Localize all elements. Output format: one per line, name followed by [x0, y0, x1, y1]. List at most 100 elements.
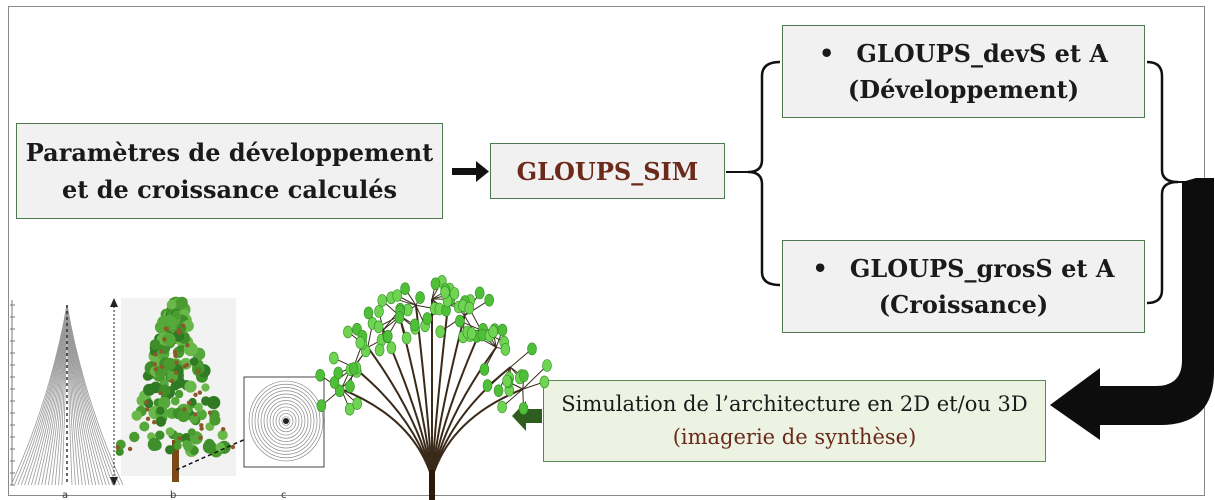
simulation-line2: (imagerie de synthèse) — [672, 425, 917, 449]
pine-foliage-blob — [189, 414, 199, 424]
pine-branch-dot — [173, 370, 179, 375]
gros-line1-row: • GLOUPS_grosS et A — [813, 251, 1115, 287]
pine-foliage-blob — [174, 389, 184, 399]
pine-foliage-blob — [158, 396, 171, 409]
growth-ring — [281, 416, 291, 426]
pine-branch-dot — [180, 323, 186, 328]
sim-tree-twig — [522, 365, 548, 390]
sim-tree-leaf — [464, 301, 475, 315]
gros-line1: GLOUPS_grosS et A — [849, 253, 1115, 283]
pine-foliage-blob — [154, 365, 168, 379]
sim-tree-leaf — [333, 366, 344, 380]
pine-foliage-blob — [166, 316, 177, 327]
dev-line1-row: •GLOUPS_devS et A — [819, 36, 1108, 72]
sim-tree-leaf — [466, 327, 477, 340]
sim-tree-leaf — [474, 286, 485, 300]
pine-foliage-blob — [139, 421, 150, 432]
pine-foliage-blob — [155, 430, 165, 440]
sim-tree-leaf — [409, 318, 420, 332]
sim-tree-leaf — [484, 293, 495, 307]
pine-branch-dot — [173, 353, 178, 358]
sim-tree-leaf — [343, 325, 353, 339]
sim-tree-leaf — [435, 325, 446, 339]
pine-foliage-blob — [176, 344, 186, 353]
label-c: c — [281, 490, 287, 500]
pine-branch-dot — [193, 392, 198, 397]
gros-bullet: • — [812, 253, 828, 283]
sim-tree-leaf — [430, 277, 441, 291]
pine-branch-dot — [174, 360, 179, 365]
sim-tree-leaf — [394, 311, 405, 324]
sim-tree-leaf — [374, 343, 385, 357]
growth-ring — [254, 387, 318, 455]
sim-tree-leaf — [497, 323, 508, 337]
growth-ring — [269, 403, 303, 439]
pine-branch-dot — [145, 407, 150, 412]
pine-branch-dot — [169, 378, 175, 384]
sim-tree-leaf — [422, 312, 433, 325]
sim-tree-leaf — [542, 359, 552, 372]
sim-tree-leaf — [315, 368, 326, 382]
pine-branch-dot — [163, 326, 169, 331]
growth-ring — [260, 393, 312, 449]
pine-foliage-blob — [115, 447, 124, 456]
sim-tree-leaf — [454, 314, 465, 328]
gloups-dev-box: •GLOUPS_devS et A (Développement) — [782, 25, 1145, 118]
left-brace — [747, 60, 781, 287]
sim-tree-leaf — [527, 342, 537, 356]
pine-branch-dot — [199, 423, 204, 428]
pine-branch-dot — [152, 362, 157, 367]
pine-branch-dot — [159, 364, 165, 369]
sim-tree-leaf — [316, 399, 327, 413]
sim-tree-leaf — [363, 306, 374, 320]
params-line1: Paramètres de développement — [25, 138, 434, 167]
sim-tree-leaf — [392, 289, 403, 302]
pine-branch-dot — [127, 446, 133, 452]
sim-tree-leaf — [334, 384, 345, 398]
label-b: b — [170, 490, 176, 500]
sim-tree-leaf — [518, 402, 529, 415]
pine-branch-dot — [144, 400, 149, 405]
gloups-sim-label: GLOUPS_SIM — [516, 156, 699, 186]
pine-foliage-blob — [201, 383, 210, 392]
arrow-params-to-sim — [452, 161, 489, 182]
pine-branch-dot — [153, 352, 158, 357]
sim-tree-leaf — [519, 369, 529, 383]
sim-tree-leaf — [400, 282, 410, 296]
sim-tree-leaf — [348, 362, 359, 375]
growth-ring — [272, 406, 300, 436]
pine-foliage-blob — [187, 428, 196, 437]
sim-tree-leaf — [482, 379, 493, 392]
gros-line2: (Croissance) — [878, 289, 1049, 319]
simulation-box: Simulation de l’architecture en 2D et/ou… — [543, 380, 1046, 462]
pine-foliage-blob — [207, 396, 221, 410]
sim-tree-leaf — [500, 343, 511, 356]
params-box: Paramètres de développement et de croiss… — [16, 123, 443, 219]
pine-branch-dot — [192, 412, 198, 417]
profile-panel-a: a — [10, 300, 124, 500]
pine-foliage-blob — [166, 299, 177, 310]
pine-branch-dot — [177, 330, 183, 335]
sim-tree-leaf — [374, 305, 384, 318]
sim-tree-leaf — [440, 286, 450, 299]
sim-tree-leaf — [373, 320, 384, 334]
sim-tree-leaf — [401, 331, 412, 345]
pine-foliage-blob — [194, 402, 203, 412]
pine-branch-dot — [207, 410, 213, 415]
pine-branch-dot — [198, 435, 203, 440]
pine-foliage-blob — [184, 380, 197, 393]
pine-branch-dot — [173, 350, 178, 355]
curved-arrow-to-simulation — [1050, 178, 1214, 440]
gloups-gros-box: • GLOUPS_grosS et A (Croissance) — [782, 240, 1145, 333]
sim-tree-leaf — [497, 400, 507, 414]
pine-branch-dot — [221, 427, 226, 432]
pine-branch-dot — [182, 407, 187, 412]
growth-ring — [257, 390, 315, 452]
pine-foliage-blob — [147, 437, 161, 451]
growth-rings-panel-c: c — [243, 376, 325, 500]
pine-foliage-blob — [165, 427, 175, 436]
dev-line2: (Développement) — [847, 74, 1080, 104]
sim-tree-leaf — [479, 363, 490, 376]
sim-tree-leaf — [328, 351, 339, 365]
